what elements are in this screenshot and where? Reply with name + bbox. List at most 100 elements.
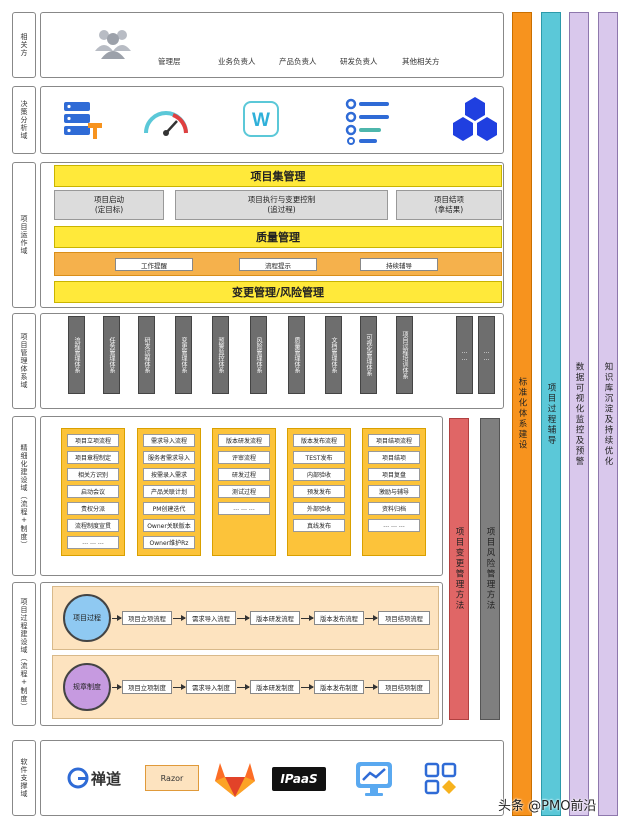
- fine-column-release: 版本发布流程 TEST发布 内部验收 预发发布 外部验收 真线发布: [287, 428, 351, 556]
- system-label: 项目过程培训体系: [401, 331, 408, 379]
- system-step: 需求导入制度: [186, 680, 236, 694]
- side-label-decision: 决策分析域: [12, 86, 36, 154]
- fine-column-requirements: 需求导入流程 服务者需求导入 按需录入需求 产品关联计划 PM创建迭代 Owne…: [137, 428, 201, 556]
- phase-closure: 项目结项 (拿结果): [396, 190, 502, 220]
- flow-arrow: [173, 615, 186, 621]
- system-column: 项目过程培训体系: [396, 316, 413, 394]
- fine-item: 服务者需求导入: [143, 451, 195, 464]
- system-label: 研发过程体系: [143, 337, 150, 373]
- system-column: 流程管理体系: [68, 316, 85, 394]
- fine-item: 测试过程: [218, 485, 270, 498]
- phase-start: 项目启动 (定目标): [54, 190, 164, 220]
- flow-arrow: [173, 684, 186, 690]
- flow-arrow: [365, 684, 378, 690]
- fine-item: 研发过程: [218, 468, 270, 481]
- process-coaching-column: 项目过程辅导: [541, 12, 561, 816]
- fine-item: … … …: [368, 519, 420, 532]
- process-circle: 项目过程: [63, 594, 111, 642]
- system-label: ……: [483, 348, 490, 362]
- role-rd-owner: 研发负责人: [340, 57, 378, 66]
- system-label: 风险管理体系: [255, 337, 262, 373]
- fine-item: 真线发布: [293, 519, 345, 532]
- phase-execution: 项目执行与变更控制 (追过程): [175, 190, 388, 220]
- gitlab-fox-icon: [215, 763, 255, 797]
- role-management: 管理层: [158, 57, 181, 66]
- phase-label: 项目启动 (定目标): [94, 195, 124, 214]
- flow-arrow: [112, 684, 122, 690]
- side-label-text: 项目过程建设域（流程+制度）: [20, 597, 28, 711]
- fine-head: 版本发布流程: [293, 434, 345, 447]
- data-visual-column: 数据可视化监控及预警: [569, 12, 589, 816]
- side-label-fine: 精细化建设域（流程+制度）: [12, 416, 36, 576]
- hexagon-network-icon: [453, 97, 497, 141]
- quality-item-process-hint: 流程提示: [239, 258, 317, 271]
- fine-item: 责权分派: [67, 502, 119, 515]
- system-circle: 规章制度: [63, 663, 111, 711]
- fine-item: Owner关联版本: [143, 519, 195, 532]
- side-label-text: 精细化建设域（流程+制度）: [20, 443, 28, 549]
- flow-arrow: [112, 615, 122, 621]
- list-checks-icon: [345, 98, 389, 145]
- system-column: 变更管理体系: [175, 316, 192, 394]
- fine-head: 项目立项流程: [67, 434, 119, 447]
- fine-item: 项目复盘: [368, 468, 420, 481]
- side-label-text: 决策分析域: [20, 100, 28, 140]
- flow-arrow: [301, 615, 314, 621]
- system-label: 质量管理体系: [293, 337, 300, 373]
- column-label: 数据可视化监控及预警: [574, 361, 584, 467]
- quality-items-row: 工作提醒 流程提示 持续辅导: [54, 252, 502, 276]
- fine-item: 项目章程制定: [67, 451, 119, 464]
- server-tools-icon: [64, 102, 102, 139]
- side-label-text: 相关方: [20, 33, 28, 57]
- side-label-text: 项目运作域: [20, 215, 28, 255]
- role-others: 其他相关方: [402, 57, 440, 66]
- fine-item: 内部验收: [293, 468, 345, 481]
- flow-arrow: [365, 615, 378, 621]
- system-step: 版本研发制度: [250, 680, 300, 694]
- fine-item: … … …: [218, 502, 270, 515]
- side-label-text: 项目管理体系域: [20, 333, 28, 389]
- standardization-column: 标准化体系建设: [512, 12, 532, 816]
- system-column: 风险管理体系: [250, 316, 267, 394]
- process-step: 项目结项流程: [378, 611, 430, 625]
- gauge-icon: [144, 111, 188, 136]
- fine-item: 激励与辅导: [368, 485, 420, 498]
- fine-column-initiation: 项目立项流程 项目章程制定 相关方识别 启动会议 责权分派 流程制度宣贯 … ……: [61, 428, 125, 556]
- zentao-label: 禅道: [91, 769, 122, 788]
- ipaas-logo: IPaaS: [272, 767, 326, 791]
- fine-item: 产品关联计划: [143, 485, 195, 498]
- watermark: 头条 @PMO前沿: [498, 799, 597, 814]
- fine-item: 相关方识别: [67, 468, 119, 481]
- process-step: 需求导入流程: [186, 611, 236, 625]
- people-group-icon: [95, 30, 131, 59]
- fine-item: Owner维护Rz: [143, 536, 195, 549]
- process-step: 版本发布流程: [314, 611, 364, 625]
- knowledge-base-column: 知识库沉淀及持续优化: [598, 12, 618, 816]
- system-column: ……: [456, 316, 473, 394]
- fine-item: 预发发布: [293, 485, 345, 498]
- system-column: 质量管理体系: [288, 316, 305, 394]
- phase-label: 项目结项 (拿结果): [434, 195, 464, 214]
- w-logo-icon: W: [243, 101, 279, 137]
- column-label: 项目风险管理方法: [485, 527, 495, 611]
- monitor-chart-icon: [356, 762, 392, 796]
- software-panel: 禅道 Razor IPaaS: [40, 740, 504, 816]
- system-step: 版本发布制度: [314, 680, 364, 694]
- change-risk-management-bar: 变更管理/风险管理: [54, 281, 502, 303]
- column-label: 项目过程辅导: [546, 382, 556, 446]
- system-label: ……: [461, 348, 468, 362]
- system-label: 变更管理体系: [180, 337, 187, 373]
- fine-item: 按需录入需求: [143, 468, 195, 481]
- razor-logo: Razor: [145, 765, 199, 791]
- system-label: 流程管理体系: [73, 337, 80, 373]
- column-label: 标准化体系建设: [517, 377, 527, 451]
- system-column: 任务管理体系: [103, 316, 120, 394]
- column-label: 知识库沉淀及持续优化: [603, 361, 613, 467]
- zentao-logo: 禅道: [67, 767, 121, 789]
- system-column: 可视化管理体系: [360, 316, 377, 394]
- role-product-owner: 产品负责人: [279, 57, 317, 66]
- system-label: 可视化管理体系: [365, 334, 372, 376]
- system-column: 预警监控体系: [212, 316, 229, 394]
- apps-grid-icon: [424, 762, 457, 795]
- system-label: 预警监控体系: [217, 337, 224, 373]
